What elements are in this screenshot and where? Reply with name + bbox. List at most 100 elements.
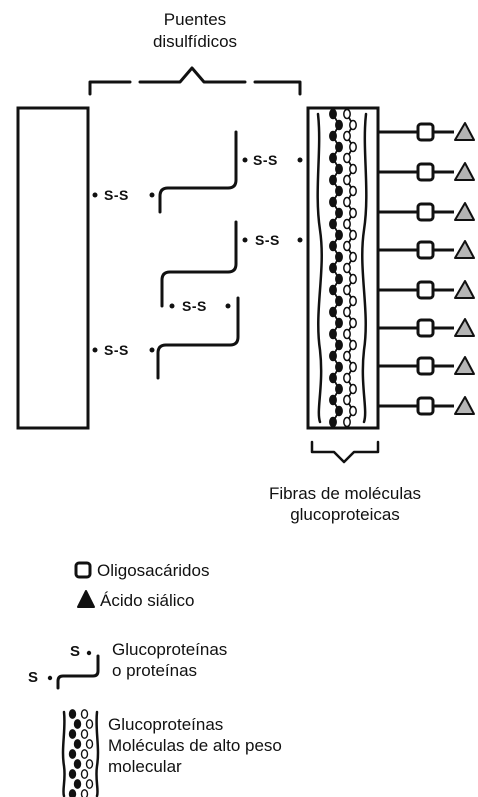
- oligosaccharide-icon: [416, 356, 435, 376]
- fiber-bead: [335, 119, 343, 131]
- fiber-bead: [349, 317, 357, 329]
- legend-fiber-bead: [85, 759, 94, 769]
- legend-fiber-bead: [85, 779, 94, 789]
- fiber-bead: [349, 383, 357, 395]
- fiber-bead: [335, 163, 343, 175]
- legend-fiber-bead: [73, 719, 82, 729]
- title-puentes: Puentes: [163, 10, 227, 29]
- glycoprotein-chains: [156, 130, 240, 380]
- fiber-bead: [335, 361, 343, 373]
- legend-fiber-bead: [68, 729, 77, 739]
- fiber-bead: [349, 361, 357, 373]
- fiber-bead: [335, 339, 343, 351]
- legend-fiber-bead: [80, 709, 89, 719]
- legend-fiber-bead: [80, 769, 89, 779]
- chain-1: [158, 130, 238, 214]
- fiber-bead: [343, 306, 351, 318]
- sialic-acid-icon: [454, 202, 475, 221]
- fiber-bead: [349, 405, 357, 417]
- oligosaccharide-icon: [416, 202, 435, 222]
- fiber-beaded-strands: [329, 108, 357, 428]
- legend-fiber-bead: [68, 769, 77, 779]
- side-chains: [378, 122, 475, 416]
- fiber-bead: [349, 273, 357, 285]
- fiber-bead: [343, 416, 351, 428]
- legend-fiber-bead: [80, 789, 89, 797]
- oligosaccharide-icon: [416, 280, 435, 300]
- legend-oligosacaridos: Oligosacáridos: [97, 561, 210, 580]
- oligosaccharide-icon: [416, 162, 435, 182]
- fiber-bead: [349, 295, 357, 307]
- legend-glucoproteinas-line1: Glucoproteínas: [112, 640, 228, 659]
- fiber-bead: [329, 306, 337, 318]
- legend-chain-icon: [56, 654, 100, 690]
- chain-3: [156, 296, 240, 380]
- legend-fibras-line1: Glucoproteínas: [108, 715, 224, 734]
- fiber-bead: [335, 273, 343, 285]
- fiber-bead: [329, 416, 337, 428]
- fiber-bead: [349, 119, 357, 131]
- fiber-bead: [329, 328, 337, 340]
- bond-label-5: S-S: [104, 342, 129, 358]
- legend-fiber-bead: [68, 749, 77, 759]
- oligosaccharide-icon: [416, 122, 435, 142]
- fibras-label-line2: glucoproteicas: [290, 505, 400, 524]
- legend-fiber-bead: [80, 749, 89, 759]
- legend-chain-dot-left: [47, 675, 53, 681]
- fiber-bead: [349, 251, 357, 263]
- legend-acido-sialico: Ácido siálico: [100, 591, 195, 610]
- sialic-acid-icon: [454, 122, 475, 141]
- legend-s-top: S: [70, 643, 81, 660]
- bond-label-2: S-S: [253, 152, 278, 168]
- fiber-bead: [343, 284, 351, 296]
- bond-label-4: S-S: [182, 298, 207, 314]
- oligosaccharide-icon: [416, 396, 435, 416]
- legend-glucoproteinas-line2: o proteínas: [112, 661, 198, 680]
- fiber-bead: [343, 240, 351, 252]
- bottom-bracket: [310, 440, 380, 464]
- fiber-bead: [343, 394, 351, 406]
- fiber-bead: [329, 218, 337, 230]
- fiber-bead: [335, 405, 343, 417]
- fiber-bead: [343, 108, 351, 120]
- fiber-bead: [335, 141, 343, 153]
- fiber-bead: [335, 229, 343, 241]
- fiber-bead: [329, 372, 337, 384]
- legend-fiber-bead: [85, 719, 94, 729]
- fiber-bead: [343, 152, 351, 164]
- fiber-bead: [329, 262, 337, 274]
- fiber-bead: [349, 229, 357, 241]
- fiber-bead: [329, 196, 337, 208]
- fiber-bead: [329, 394, 337, 406]
- oligosaccharide-icon: [74, 561, 92, 579]
- fiber-bead: [335, 207, 343, 219]
- legend-fiber-beads: [68, 709, 94, 797]
- bond-label-3: S-S: [255, 232, 280, 248]
- fiber-bead: [349, 339, 357, 351]
- sialic-acid-icon: [454, 318, 475, 337]
- fiber-bead: [349, 141, 357, 153]
- fiber-bead: [343, 262, 351, 274]
- bond-label-1: S-S: [104, 187, 129, 203]
- fiber-bead: [335, 251, 343, 263]
- fiber-bead: [329, 108, 337, 120]
- sialic-acid-icon: [77, 590, 95, 608]
- fiber-bead: [335, 317, 343, 329]
- legend-fiber-bead: [80, 729, 89, 739]
- legend-fiber-icon: [61, 710, 100, 797]
- fiber-bead: [335, 295, 343, 307]
- legend-fibras-line2: Moléculas de alto peso: [108, 736, 282, 755]
- fiber-bead: [335, 383, 343, 395]
- sialic-acid-icon: [454, 280, 475, 299]
- chain-2: [160, 220, 238, 308]
- fiber-bead: [329, 284, 337, 296]
- fiber-bead: [343, 328, 351, 340]
- legend-fiber-bead: [73, 759, 82, 769]
- fiber-bead: [329, 240, 337, 252]
- legend-fiber-bead: [68, 789, 77, 797]
- legend-fiber-bead: [73, 779, 82, 789]
- sialic-acid-icon: [454, 396, 475, 415]
- fiber-bead: [329, 174, 337, 186]
- left-block: [16, 106, 90, 430]
- sialic-acid-icon: [454, 162, 475, 181]
